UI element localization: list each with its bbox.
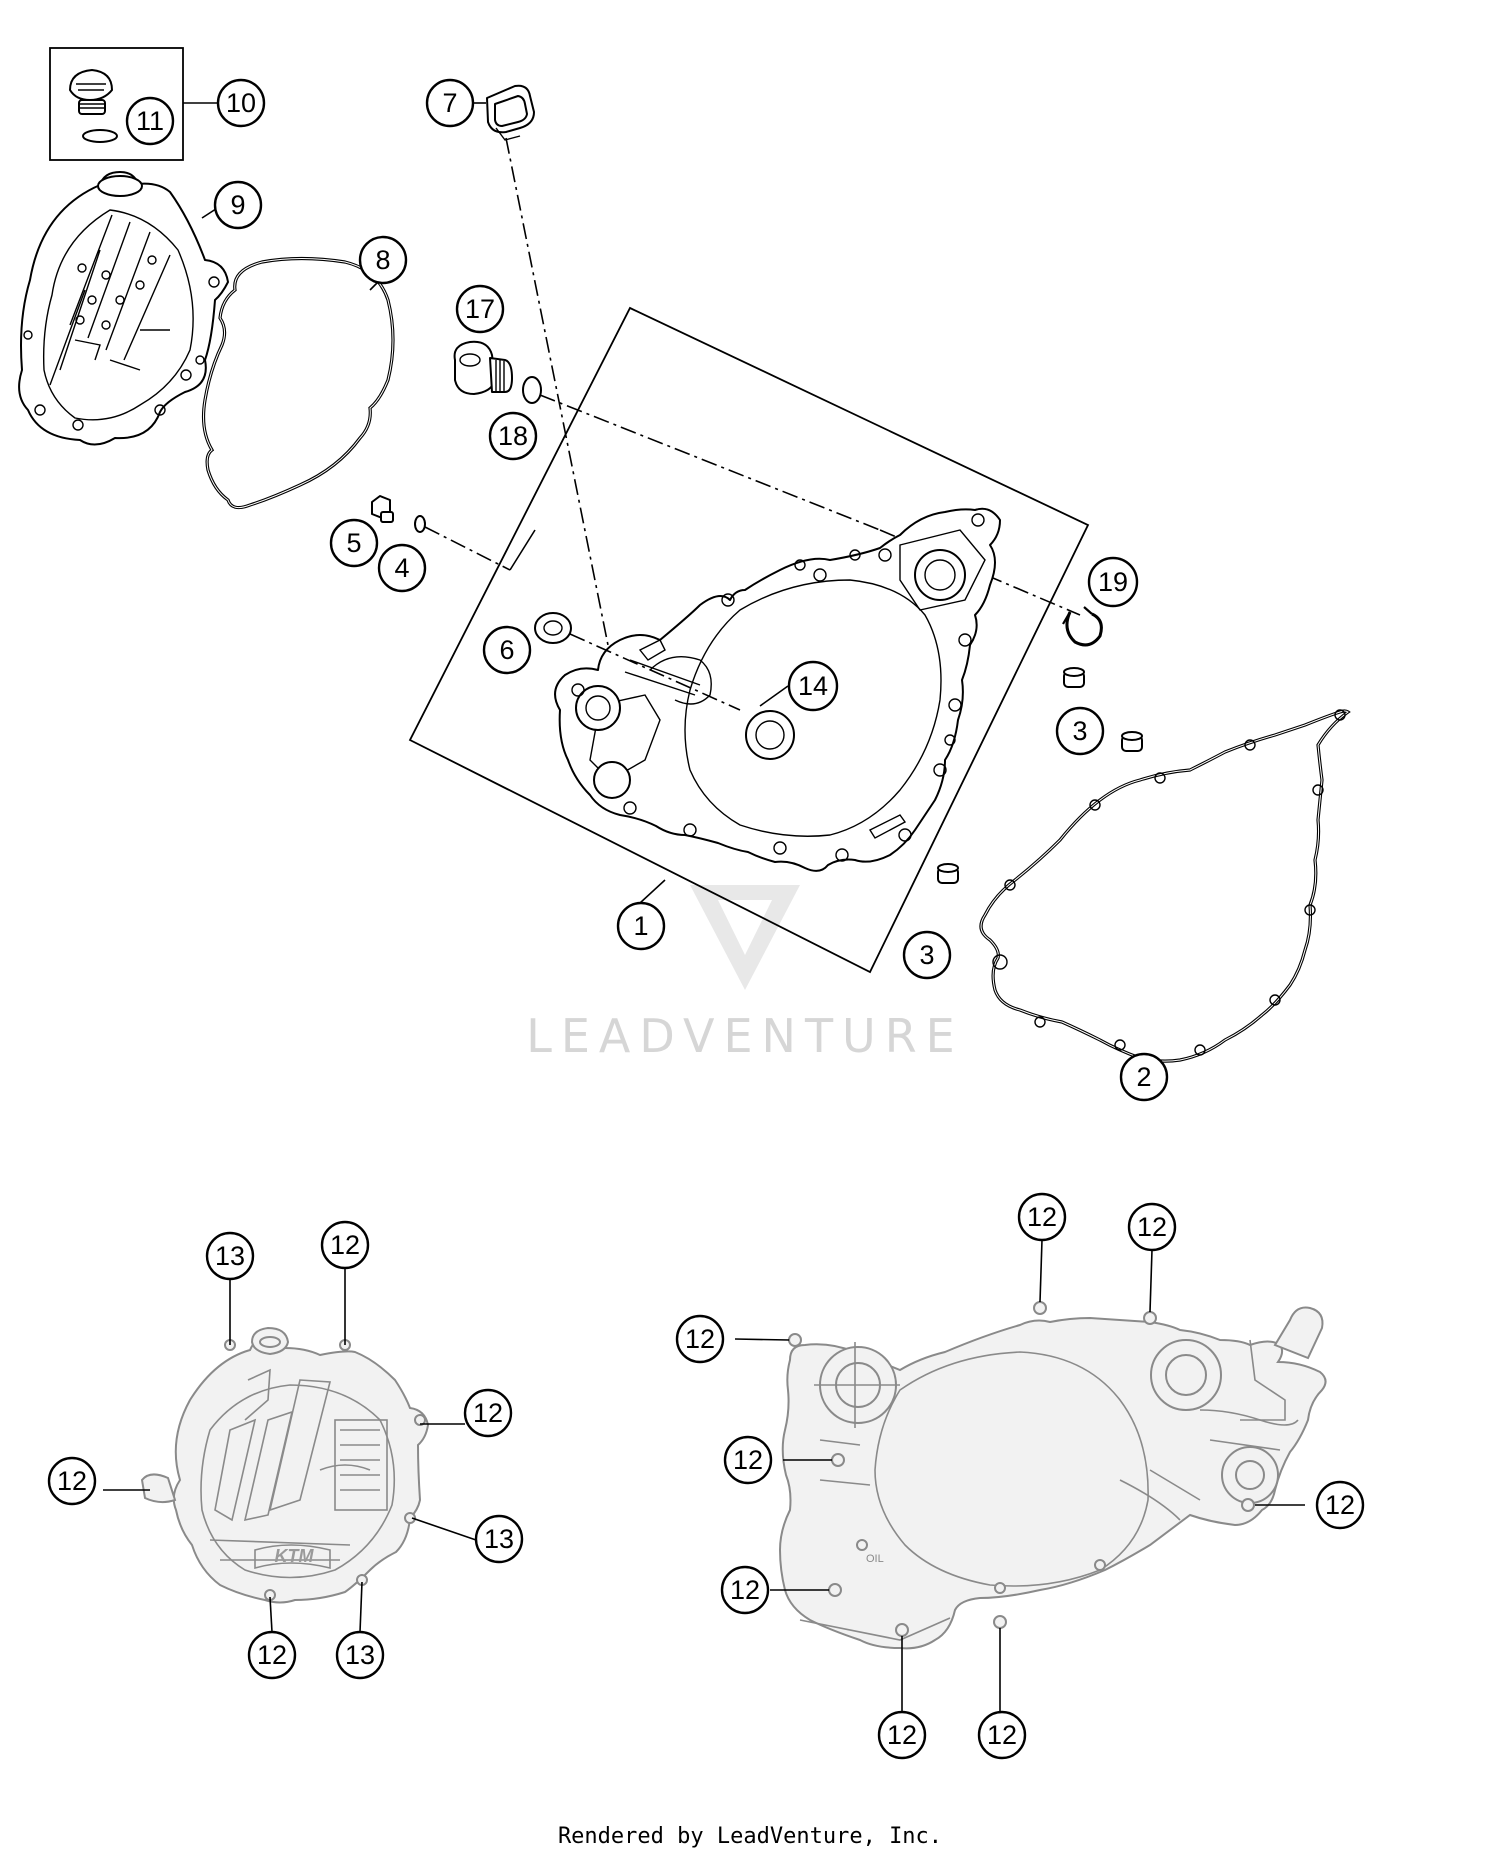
- clutch-cover: [18, 171, 229, 446]
- svg-text:12: 12: [685, 1324, 715, 1354]
- svg-text:3: 3: [919, 940, 934, 970]
- callout-12-left-left: 12: [47, 1456, 97, 1506]
- callout-6: 6: [482, 625, 532, 675]
- svg-text:12: 12: [57, 1466, 87, 1496]
- clutch-cover-gasket: [201, 256, 395, 510]
- svg-text:12: 12: [733, 1445, 763, 1475]
- callout-14: 14: [787, 660, 839, 712]
- svg-text:1: 1: [633, 911, 648, 941]
- shaft-seal: [534, 612, 572, 644]
- svg-text:3: 3: [1072, 716, 1087, 746]
- callout-12-inner-bottom-b: 12: [977, 1710, 1027, 1760]
- svg-text:13: 13: [215, 1241, 245, 1271]
- callout-5: 5: [329, 518, 379, 568]
- svg-text:2: 2: [1136, 1062, 1151, 1092]
- callout-2: 2: [1119, 1052, 1169, 1102]
- circlip: [1065, 611, 1103, 647]
- callout-12-inner-top-b: 12: [1127, 1202, 1177, 1252]
- svg-text:12: 12: [257, 1640, 287, 1670]
- inner-cover-fastener-view: OIL: [778, 1301, 1327, 1650]
- svg-text:6: 6: [499, 635, 514, 665]
- bolt: [371, 495, 394, 523]
- oil-filler-cap: [69, 69, 113, 115]
- outer-cover-fastener-view: KTM: [140, 1326, 430, 1604]
- svg-text:17: 17: [465, 294, 495, 324]
- callout-10: 10: [216, 78, 266, 128]
- svg-text:18: 18: [498, 421, 528, 451]
- callout-9: 9: [213, 180, 263, 230]
- callout-8: 8: [358, 235, 408, 285]
- svg-text:12: 12: [887, 1720, 917, 1750]
- callout-3-bottom: 3: [902, 930, 952, 980]
- svg-text:12: 12: [330, 1230, 360, 1260]
- clutch-cover-assembly-frame: [408, 306, 1090, 974]
- inner-cover-gasket: [979, 709, 1351, 1063]
- sealing-washer: [414, 515, 426, 533]
- svg-text:7: 7: [442, 88, 457, 118]
- watermark-v-icon: [690, 885, 800, 990]
- callout-17: 17: [455, 284, 505, 334]
- svg-text:12: 12: [1325, 1490, 1355, 1520]
- callout-3-top: 3: [1055, 706, 1105, 756]
- svg-text:19: 19: [1098, 567, 1128, 597]
- svg-text:12: 12: [1137, 1212, 1167, 1242]
- callout-4: 4: [377, 543, 427, 593]
- callout-12-bottom-left: 12: [247, 1630, 297, 1680]
- callout-1: 1: [616, 901, 666, 951]
- svg-text:14: 14: [798, 671, 828, 701]
- svg-text:5: 5: [346, 528, 361, 558]
- callout-13-bottom-left: 13: [335, 1630, 385, 1680]
- svg-text:12: 12: [473, 1398, 503, 1428]
- rubber-plug: [486, 84, 535, 141]
- svg-text:11: 11: [136, 106, 164, 136]
- svg-text:13: 13: [345, 1640, 375, 1670]
- callout-12-top-left: 12: [320, 1220, 370, 1270]
- callout-13-right-left: 13: [474, 1514, 524, 1564]
- svg-text:12: 12: [987, 1720, 1017, 1750]
- ktm-logo: KTM: [275, 1546, 315, 1566]
- svg-text:8: 8: [375, 245, 390, 275]
- dowel-pin-2: [1121, 731, 1143, 752]
- svg-text:12: 12: [730, 1575, 760, 1605]
- callout-12-inner-left-c: 12: [720, 1565, 770, 1615]
- svg-text:9: 9: [230, 190, 245, 220]
- callout-12-inner-left-a: 12: [675, 1314, 725, 1364]
- screw-plug-o-ring: [522, 376, 542, 404]
- svg-text:4: 4: [394, 553, 409, 583]
- callout-12-inner-right: 12: [1315, 1480, 1365, 1530]
- svg-text:10: 10: [226, 88, 256, 118]
- filler-cap-o-ring: [82, 129, 118, 143]
- dowel-pin-3: [937, 863, 959, 884]
- watermark-text: LEADVENTURE: [526, 1009, 964, 1063]
- callout-11: 11: [125, 96, 175, 146]
- dowel-pin-1: [1063, 667, 1085, 688]
- svg-text:13: 13: [484, 1524, 514, 1554]
- callout-12-inner-left-b: 12: [723, 1435, 773, 1485]
- callout-19: 19: [1087, 556, 1139, 608]
- callout-13-top-left: 13: [205, 1231, 255, 1281]
- callout-12-inner-top-a: 12: [1017, 1192, 1067, 1242]
- callout-12-inner-bottom-a: 12: [877, 1710, 927, 1760]
- inner-clutch-cover: [554, 507, 1001, 872]
- screw-plug: [453, 340, 513, 395]
- callout-12-right-left: 12: [463, 1388, 513, 1438]
- footer-credit: Rendered by LeadVenture, Inc.: [557, 1824, 943, 1849]
- callout-18: 18: [488, 411, 538, 461]
- oil-mark: OIL: [866, 1553, 884, 1565]
- filler-cap-kit-frame: [49, 47, 184, 161]
- svg-text:12: 12: [1027, 1202, 1057, 1232]
- callout-7: 7: [425, 78, 475, 128]
